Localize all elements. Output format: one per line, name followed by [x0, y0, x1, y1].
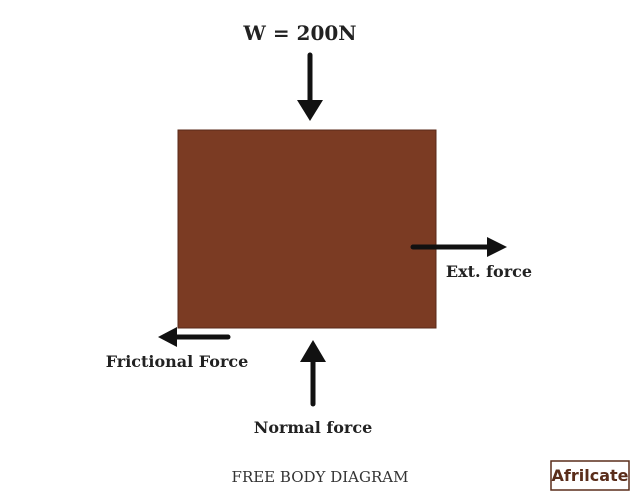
- ext-force-arrow: [410, 237, 507, 257]
- friction-label: Frictional Force: [106, 352, 249, 371]
- friction-arrow: [158, 327, 231, 347]
- ext-force-label: Ext. force: [446, 262, 532, 281]
- block: [177, 129, 437, 329]
- brand-logo-text: Afrilcate: [552, 466, 629, 485]
- normal-force-label: Normal force: [254, 418, 373, 437]
- weight-arrow: [297, 52, 323, 121]
- brand-logo: Afrilcate: [550, 460, 630, 491]
- weight-label: W = 200N: [242, 21, 356, 45]
- normal-force-arrow: [300, 340, 326, 407]
- diagram-caption: FREE BODY DIAGRAM: [232, 468, 409, 486]
